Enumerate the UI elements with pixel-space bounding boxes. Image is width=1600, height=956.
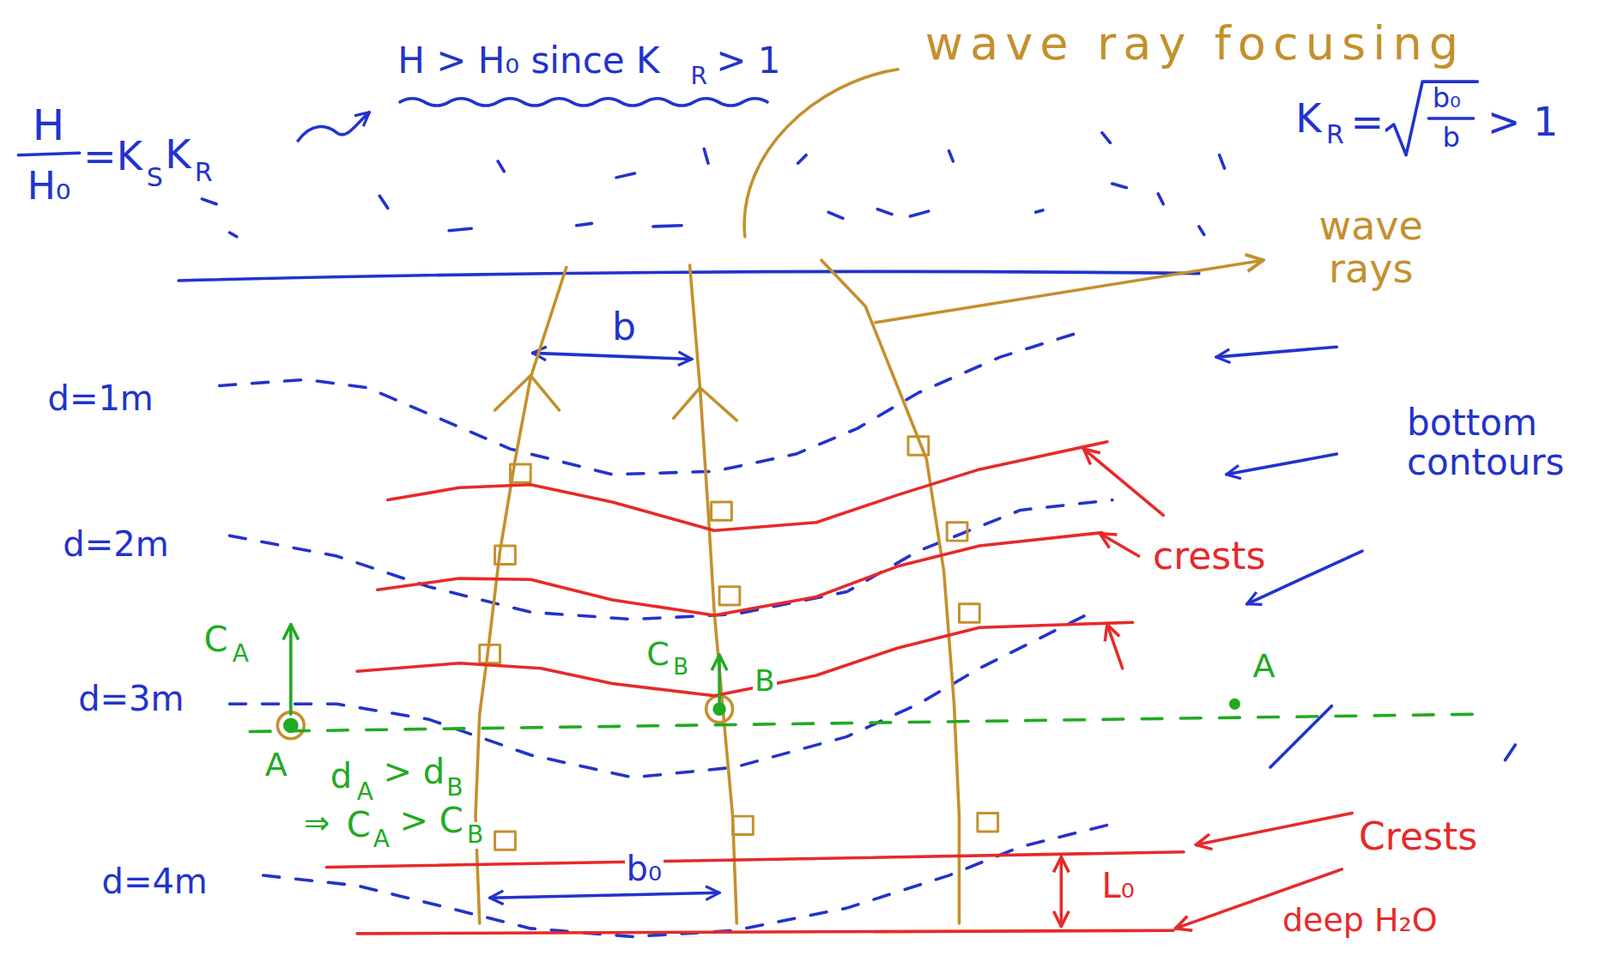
callout-label: wave rays	[1287, 204, 1455, 291]
formula-symbol: =	[1349, 100, 1387, 145]
subscript: R	[1324, 120, 1346, 149]
square-root-sign	[1385, 81, 1478, 156]
wave-ray	[475, 266, 567, 923]
dimension-arrow	[1060, 857, 1064, 928]
subscript: A	[230, 641, 251, 668]
leader-arrow	[1100, 533, 1140, 557]
bottom-contour	[263, 821, 1123, 937]
callout-label: Crests	[1357, 816, 1479, 858]
subscript: R	[193, 157, 215, 187]
dimension-arrow	[490, 892, 720, 898]
fraction-bar	[18, 152, 79, 155]
wave-ray	[821, 260, 959, 924]
speed-symbol: C	[201, 620, 230, 659]
implies-sign: ⇒	[302, 806, 332, 841]
depth-label: d=3m	[76, 679, 186, 718]
dimension-arrow	[533, 352, 692, 359]
note-text: H > H₀ since K	[395, 41, 661, 81]
leader-line	[744, 69, 898, 237]
formula-symbol: b₀	[1430, 83, 1463, 114]
speed-symbol: C	[644, 636, 672, 673]
ray-arrowhead	[495, 375, 560, 411]
depth-label: d=1m	[45, 379, 155, 418]
leader-arrow	[1216, 346, 1337, 358]
wave-crest	[387, 442, 1108, 531]
formula-symbol: > d	[381, 752, 448, 791]
wave-crest	[357, 622, 1133, 697]
subscript: B	[465, 822, 485, 849]
shoreline	[178, 271, 1200, 281]
wavy-underline	[400, 98, 768, 106]
dimension-label: L₀	[1100, 866, 1137, 905]
point-dot	[284, 719, 297, 732]
subscript: S	[145, 163, 165, 192]
wave-crest	[326, 852, 1184, 868]
leader-arrow	[1195, 813, 1352, 846]
formula-symbol: K	[1293, 96, 1323, 141]
fraction-bar	[1428, 116, 1473, 121]
formula-symbol: H	[30, 102, 67, 150]
subscript: A	[371, 826, 392, 854]
title-note: wave ray focusing	[923, 18, 1467, 69]
leader-arrow	[1083, 448, 1164, 516]
formula-symbol: C	[345, 806, 373, 844]
callout-label: crests	[1151, 535, 1267, 577]
point-label: A	[1250, 648, 1277, 685]
formula-symbol: K	[163, 133, 193, 177]
subscript: R	[688, 63, 709, 91]
note-text: > 1	[714, 41, 782, 81]
formula-symbol: > 1	[1485, 100, 1560, 145]
formula-symbol: > C	[398, 801, 466, 840]
callout-label: bottom contours	[1405, 403, 1594, 483]
formula-symbol: b	[1441, 122, 1462, 153]
bottom-contour	[229, 612, 1092, 778]
leader-arrow	[1226, 454, 1337, 475]
bottom-contour	[219, 331, 1083, 474]
wave-ray	[690, 265, 738, 924]
ray-arrowhead	[673, 387, 738, 421]
wave-crest	[357, 930, 1174, 934]
leader-arrow	[875, 260, 1264, 323]
subscript: A	[355, 779, 376, 807]
formula-symbol: d	[328, 757, 354, 795]
dimension-label: b₀	[624, 849, 664, 888]
point-label: B	[752, 665, 776, 697]
depth-label: d=2m	[60, 525, 170, 564]
point-marker	[277, 712, 304, 740]
formula-symbol: H₀	[25, 165, 73, 207]
leader-arrow	[1107, 624, 1123, 669]
beach-marks	[201, 133, 1225, 237]
point-dot	[714, 703, 725, 715]
speed-arrow	[717, 654, 722, 703]
arrow	[297, 112, 370, 141]
speed-arrow	[289, 624, 293, 716]
note-text: deep H₂O	[1280, 903, 1440, 940]
point-label: A	[263, 747, 290, 784]
subscript: B	[671, 654, 691, 680]
wave-crest	[377, 533, 1103, 616]
depth-label: d=4m	[100, 862, 210, 901]
formula-symbol: =K	[81, 134, 145, 179]
point-dot	[1230, 700, 1240, 710]
subscript: B	[444, 775, 465, 802]
contour-mark	[1504, 745, 1516, 761]
dimension-label: b	[610, 306, 638, 348]
equal-depth-line	[249, 714, 1475, 732]
